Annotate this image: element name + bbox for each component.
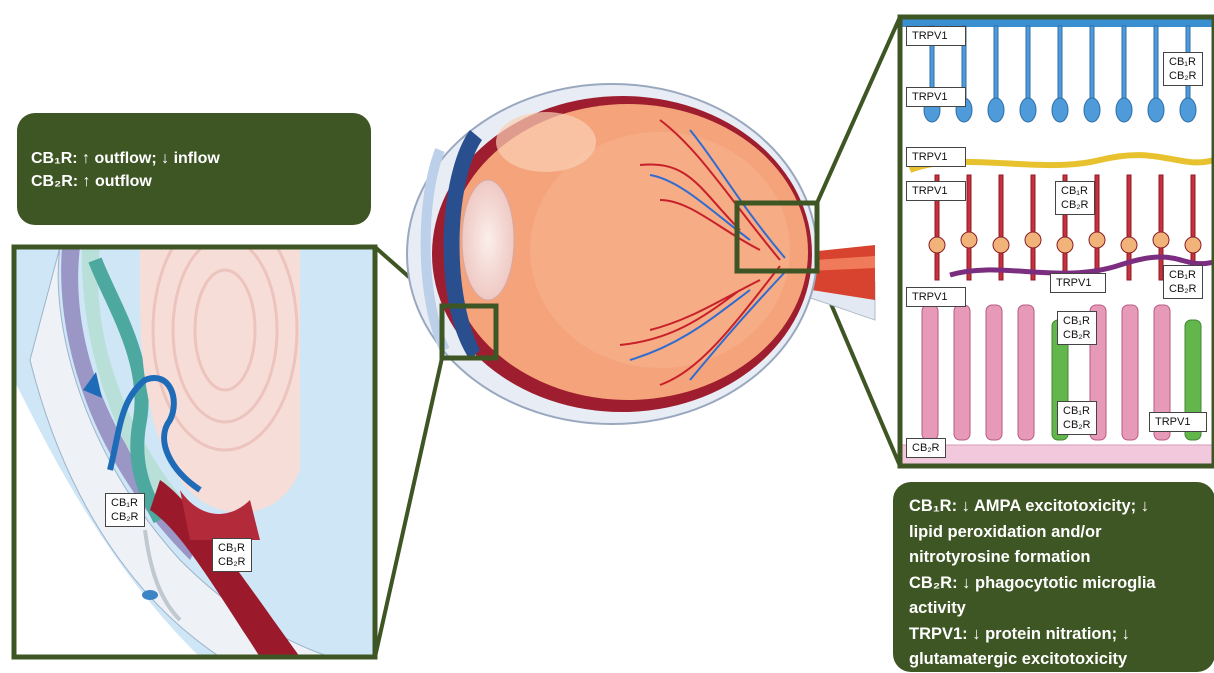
cb1r-label: CB₁R: [1063, 404, 1091, 418]
cb1r-label: CB₁R: [218, 541, 246, 555]
cb1r-label: CB₁R: [1169, 268, 1197, 282]
aqueous-outflow-effects-box: CB₁R: ↑ outflow; ↓ inflow CB₂R: ↑ outflo…: [17, 113, 371, 225]
receptor-label-ganglion: CB₁R CB₂R: [1163, 52, 1203, 86]
trpv1-label-cone: TRPV1: [1149, 412, 1207, 432]
trpv1-label-ganglion-top: TRPV1: [906, 26, 966, 46]
cb2r-label: CB₂R: [1061, 198, 1089, 212]
eyeball: [407, 84, 875, 424]
retina-effects-line-5: activity: [909, 596, 1214, 622]
trpv1-label-ganglion: TRPV1: [906, 87, 966, 107]
cb1r-label: CB₁R: [1061, 184, 1089, 198]
retina-effects-line-7: glutamatergic excitotoxicity: [909, 647, 1214, 673]
receptor-label-trabecular: CB₁R CB₂R: [105, 493, 145, 527]
receptor-label-horizontal: CB₁R CB₂R: [1163, 265, 1203, 299]
cb1r-label: CB₁R: [1169, 55, 1197, 69]
anterior-chamber-zoom: [14, 210, 375, 657]
cb2r-label: CB₂R: [111, 510, 139, 524]
trpv1-label-outer-plexiform: TRPV1: [906, 287, 966, 307]
receptor-label-ciliary-body: CB₁R CB₂R: [212, 538, 252, 572]
receptor-label-photoreceptor-outer: CB₁R CB₂R: [1057, 401, 1097, 435]
cb2r-label: CB₂R: [1063, 328, 1091, 342]
cb1r-label: CB₁R: [111, 496, 139, 510]
cb2r-label: CB₂R: [1169, 282, 1197, 296]
trpv1-label-horizontal: TRPV1: [1050, 273, 1106, 293]
cb2r-label: CB₂R: [218, 555, 246, 569]
receptor-label-photoreceptor-inner: CB₁R CB₂R: [1057, 311, 1097, 345]
retina-effects-line-3: nitrotyrosine formation: [909, 545, 1214, 571]
retina-effects-line-1: CB₁R: ↓ AMPA excitotoxicity; ↓: [909, 494, 1214, 520]
cb2r-label: CB₂R: [1063, 418, 1091, 432]
receptor-label-bipolar: CB₁R CB₂R: [1055, 181, 1095, 215]
outflow-box-line-2: CB₂R: ↑ outflow: [31, 170, 371, 193]
cb2r-label-rpe: CB₂R: [906, 438, 946, 458]
retina-effects-line-4: CB₂R: ↓ phagocytotic microglia: [909, 571, 1214, 597]
outflow-box-line-1: CB₁R: ↑ outflow; ↓ inflow: [31, 147, 371, 170]
trpv1-label-bipolar: TRPV1: [906, 181, 966, 201]
cb2r-label: CB₂R: [1169, 69, 1197, 83]
retina-effects-line-6: TRPV1: ↓ protein nitration; ↓: [909, 622, 1214, 648]
retina-effects-line-2: lipid peroxidation and/or: [909, 520, 1214, 546]
trpv1-label-inner-plexiform: TRPV1: [906, 147, 966, 167]
retina-neuroprotection-effects-box: CB₁R: ↓ AMPA excitotoxicity; ↓ lipid per…: [893, 482, 1214, 672]
cb1r-label: CB₁R: [1063, 314, 1091, 328]
